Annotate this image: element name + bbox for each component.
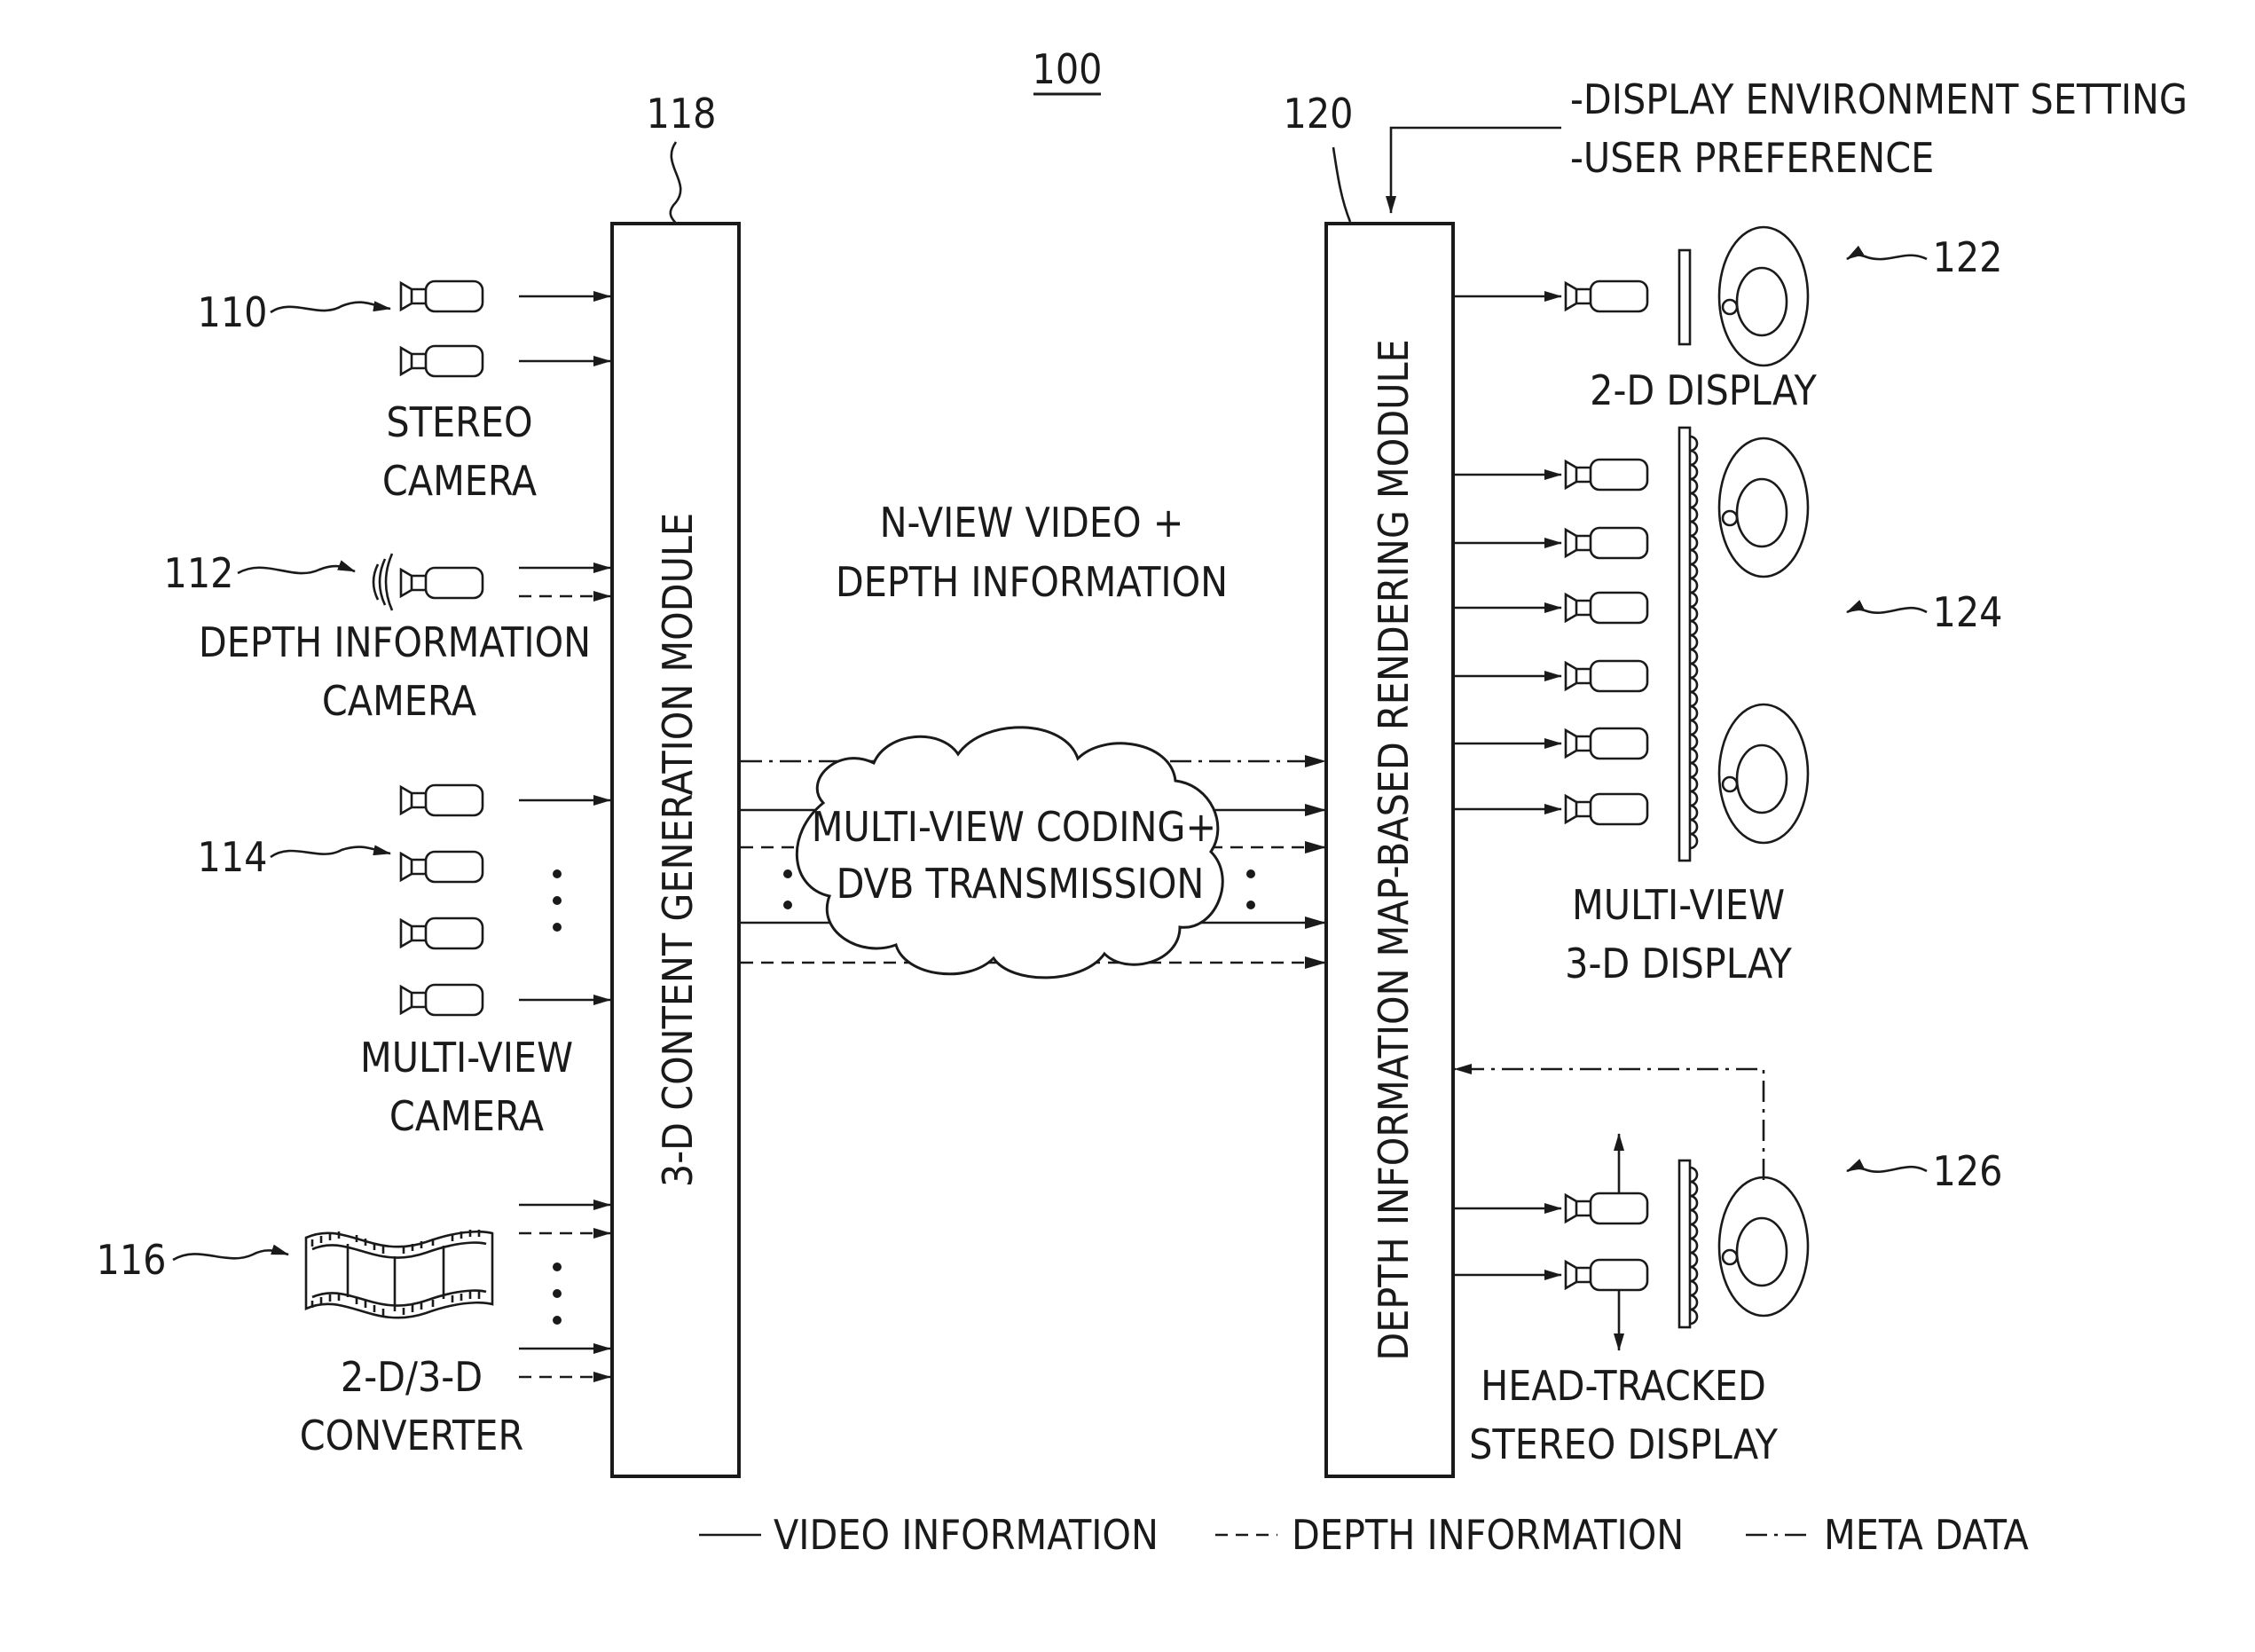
rendering-input-env: -DISPLAY ENVIRONMENT SETTING <box>1570 75 2188 123</box>
lenticular-screen-icon <box>1679 1160 1697 1327</box>
source-converter: 116 2-D/3-D CONVERTER <box>97 1205 610 1459</box>
display-2d-label: 2-D DISPLAY <box>1590 366 1817 414</box>
transport-title-2: DEPTH INFORMATION <box>836 558 1228 606</box>
multiview-camera-icon <box>401 852 483 882</box>
display-multiview-label-2: 3-D DISPLAY <box>1565 940 1792 987</box>
multiview-camera-icon <box>401 918 483 948</box>
legend-depth-label: DEPTH INFORMATION <box>1292 1511 1684 1559</box>
display-head-tracked: 126 HEAD-TRACKED STEREO DISPLAY <box>1455 1069 2002 1468</box>
source-converter-label: 2-D/3-D <box>341 1353 483 1401</box>
source-converter-label-2: CONVERTER <box>300 1412 523 1459</box>
source-multiview-camera-label: MULTI-VIEW <box>360 1034 573 1082</box>
source-depth-camera-label-2: CAMERA <box>322 677 476 725</box>
multiview-camera-icon <box>401 785 483 815</box>
projector-icon <box>1566 460 1647 490</box>
figure-number-text: 100 <box>1033 45 1103 93</box>
ellipsis-dots <box>553 1263 562 1325</box>
stereo-camera-icon <box>401 346 483 376</box>
source-depth-camera-ref: 112 <box>164 549 234 597</box>
projector-icon <box>1566 794 1647 824</box>
source-depth-camera-label: DEPTH INFORMATION <box>199 618 591 666</box>
cloud-icon <box>797 728 1222 978</box>
transport-links: N-VIEW VIDEO + DEPTH INFORMATION MULTI-V… <box>741 499 1324 978</box>
display-head-tracked-ref: 126 <box>1933 1147 2003 1195</box>
transport-title: N-VIEW VIDEO + <box>880 499 1184 547</box>
multiview-camera-icon <box>401 985 483 1015</box>
display-multiview-ref: 124 <box>1933 588 2003 636</box>
source-stereo-camera-label: STEREO <box>386 398 532 446</box>
source-multiview-camera-label-2: CAMERA <box>389 1092 544 1140</box>
content-generation-module-ref: 118 <box>647 90 717 138</box>
viewer-eye-icon <box>1719 1177 1808 1316</box>
display-head-tracked-label-2: STEREO DISPLAY <box>1469 1420 1778 1468</box>
source-multiview-camera-ref: 114 <box>198 833 268 881</box>
viewer-eye-icon <box>1719 227 1808 366</box>
viewer-eye-icon <box>1719 704 1808 843</box>
projector-icon <box>1566 528 1647 558</box>
source-multiview-camera: 114 MULTI-VIEW CAMERA <box>198 785 610 1140</box>
cloud-text-2: DVB TRANSMISSION <box>837 860 1205 908</box>
legend-video-label: VIDEO INFORMATION <box>774 1511 1159 1559</box>
stereo-camera-icon <box>401 281 483 311</box>
lenticular-screen-icon <box>1679 428 1697 861</box>
display-2d: 122 2-D DISPLAY <box>1455 227 2002 414</box>
ellipsis-dots <box>553 869 562 932</box>
source-stereo-camera-ref: 110 <box>198 288 268 336</box>
depth-camera-icon <box>401 568 483 598</box>
figure-number: 100 <box>1033 45 1103 94</box>
source-depth-camera: 112 DEPTH INFORMATION CAMERA <box>164 549 610 725</box>
rendering-module: DEPTH INFORMATION MAP-BASED RENDERING MO… <box>1284 75 2188 1476</box>
rendering-input-pref: -USER PREFERENCE <box>1570 134 1934 182</box>
cloud-text: MULTI-VIEW CODING+ <box>812 803 1216 851</box>
content-generation-module: 3-D CONTENT GENERATION MODULE 118 <box>612 90 739 1476</box>
content-generation-module-label: 3-D CONTENT GENERATION MODULE <box>654 513 702 1187</box>
rendering-module-label: DEPTH INFORMATION MAP-BASED RENDERING MO… <box>1370 339 1418 1360</box>
legend: VIDEO INFORMATION DEPTH INFORMATION META… <box>699 1511 2029 1559</box>
projector-icon <box>1566 1193 1647 1223</box>
display-2d-ref: 122 <box>1933 233 2003 281</box>
projector-icon <box>1566 281 1647 311</box>
source-stereo-camera: 110 STEREO CAMERA <box>198 281 610 505</box>
display-multiview-label: MULTI-VIEW <box>1572 881 1785 929</box>
legend-meta-label: META DATA <box>1824 1511 2029 1559</box>
projector-icon <box>1566 661 1647 691</box>
projector-icon <box>1566 1260 1647 1290</box>
display-head-tracked-label: HEAD-TRACKED <box>1481 1362 1766 1410</box>
viewer-eye-icon <box>1719 438 1808 577</box>
film-strip-icon <box>306 1230 492 1318</box>
projector-icon <box>1566 593 1647 623</box>
depth-wave-icon <box>373 554 392 610</box>
display-multiview-3d: 124 MULTI-VIEW 3-D DISPLAY <box>1455 428 2002 987</box>
projector-icon <box>1566 728 1647 759</box>
source-converter-ref: 116 <box>97 1236 167 1284</box>
rendering-module-ref: 120 <box>1284 90 1354 138</box>
source-stereo-camera-label-2: CAMERA <box>382 457 537 505</box>
